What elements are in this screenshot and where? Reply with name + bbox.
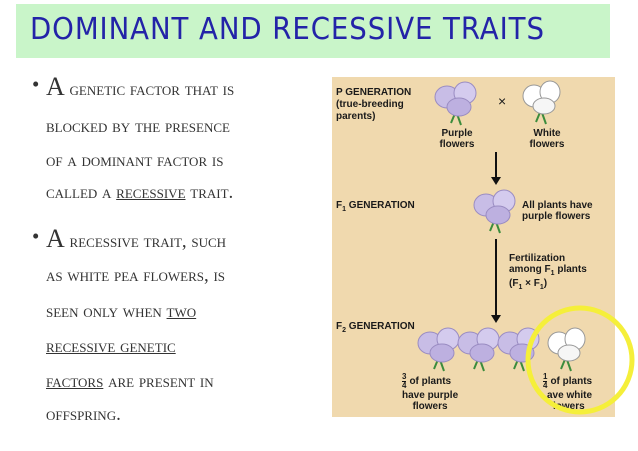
white-flowers-label: White flowers xyxy=(529,128,565,150)
bullet-dot: • xyxy=(32,224,40,248)
bullet-2-line-4: recessive genetic xyxy=(46,336,176,357)
mendel-cross-figure: P GENERATION (true-breeding parents) × P… xyxy=(332,77,615,417)
bullet-1-line-2: blocked by the presence xyxy=(46,116,230,137)
f1-result-label: All plants have purple flowers xyxy=(522,200,593,222)
p-generation-sub: (true-breeding xyxy=(336,99,404,110)
slide-title: DOMINANT AND RECESSIVE TRAITS xyxy=(30,12,545,47)
cross-symbol: × xyxy=(498,93,507,109)
bullet-2-line-2: as white pea flowers, is xyxy=(46,265,226,286)
white-flower-icon xyxy=(522,80,561,125)
purple-flower-icon xyxy=(434,81,477,126)
title-banner: DOMINANT AND RECESSIVE TRAITS xyxy=(16,4,610,58)
bullet-2-line-1: A recessive trait, such xyxy=(46,224,227,253)
bullet-2-line-5: factors are present in xyxy=(46,371,214,392)
bullet-1-line-4: called a recessive trait. xyxy=(46,182,234,203)
purple-flowers-label: Purple flowers xyxy=(439,128,475,150)
f1-generation-label: F1 GENERATION xyxy=(336,200,415,213)
arrow-head-icon xyxy=(491,177,501,185)
white-flower-icon xyxy=(547,327,586,372)
p-generation-label: P GENERATION xyxy=(336,87,412,98)
two-underlined: two xyxy=(166,301,197,322)
text: genetic factor that is xyxy=(64,79,235,100)
bullet-2-line-3: seen only when two xyxy=(46,301,197,322)
fertilization-label: Fertilization among F1 plants (F1 × F1) xyxy=(509,253,587,291)
bullet-dot: • xyxy=(32,72,40,96)
purple-flower-icon xyxy=(457,327,500,372)
bullet-1-line-1: A genetic factor that is xyxy=(46,72,235,101)
recessive-underlined: recessive xyxy=(116,182,186,203)
purple-flower-icon xyxy=(417,327,460,372)
p-generation-sub2: parents) xyxy=(336,111,376,122)
bullet-1-line-3: of a dominant factor is xyxy=(46,150,224,171)
bullet-2-line-6: offspring. xyxy=(46,404,121,425)
figure-graphics xyxy=(417,80,586,372)
f2-generation-label: F2 GENERATION xyxy=(336,321,415,334)
purple-flower-icon xyxy=(473,189,516,234)
arrow-head-icon xyxy=(491,315,501,323)
text: recessive trait, such xyxy=(64,231,227,252)
purple-flower-icon xyxy=(497,327,540,372)
